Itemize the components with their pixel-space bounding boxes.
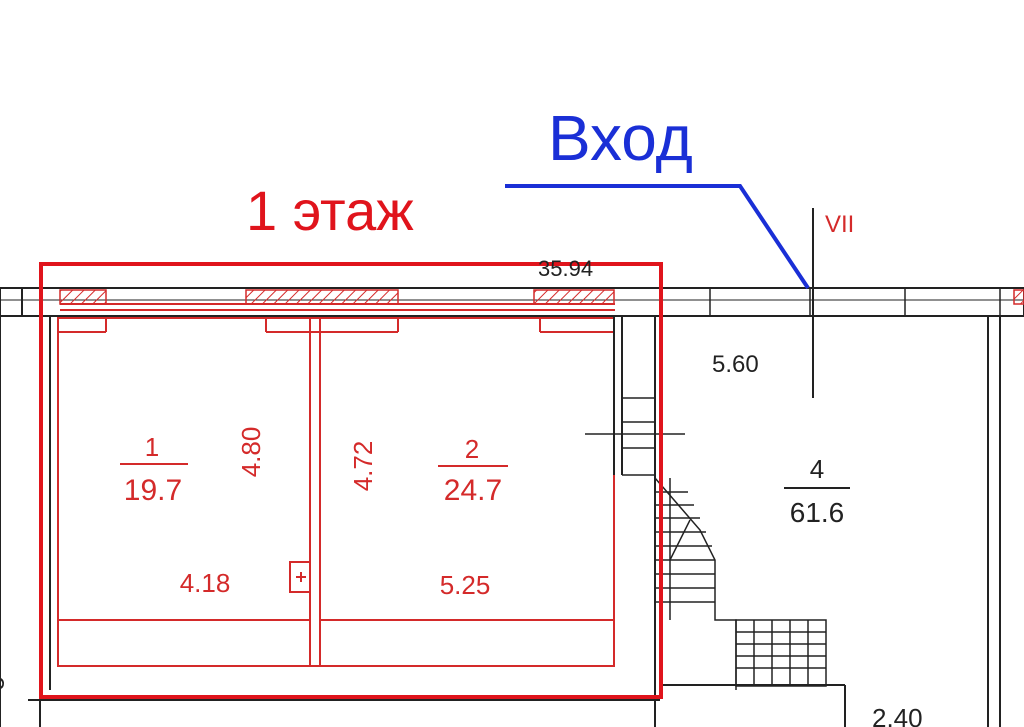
overall-dimension: 35.94	[538, 256, 593, 281]
axis-label: VII	[825, 211, 854, 238]
room1-height-dimension: 4.80	[236, 427, 266, 478]
room4-number: 4	[810, 454, 824, 484]
bottom-left-partial-dimension: 5	[0, 677, 10, 690]
top-wall	[0, 287, 1024, 317]
room2-number: 2	[465, 434, 479, 464]
room4-width-dimension: 5.60	[712, 351, 759, 378]
entrance-label: Вход	[548, 102, 693, 174]
rooms-walls	[57, 317, 615, 667]
room1-area: 19.7	[124, 474, 182, 507]
room2-width-dimension: 5.25	[440, 570, 491, 600]
entrance-pointer-line	[505, 184, 810, 290]
room2-height-dimension: 4.72	[348, 441, 378, 492]
floor-label: 1 этаж	[246, 179, 414, 242]
floor-highlight-frame	[39, 262, 663, 699]
bottom-right-dimension: 2.40	[872, 703, 923, 727]
room2-area: 24.7	[444, 474, 502, 507]
room4-area: 61.6	[790, 497, 845, 528]
room1-number: 1	[145, 432, 159, 462]
room1-width-dimension: 4.18	[180, 568, 231, 598]
axis-marker: VII	[812, 208, 854, 398]
window-hatches	[59, 289, 1024, 305]
